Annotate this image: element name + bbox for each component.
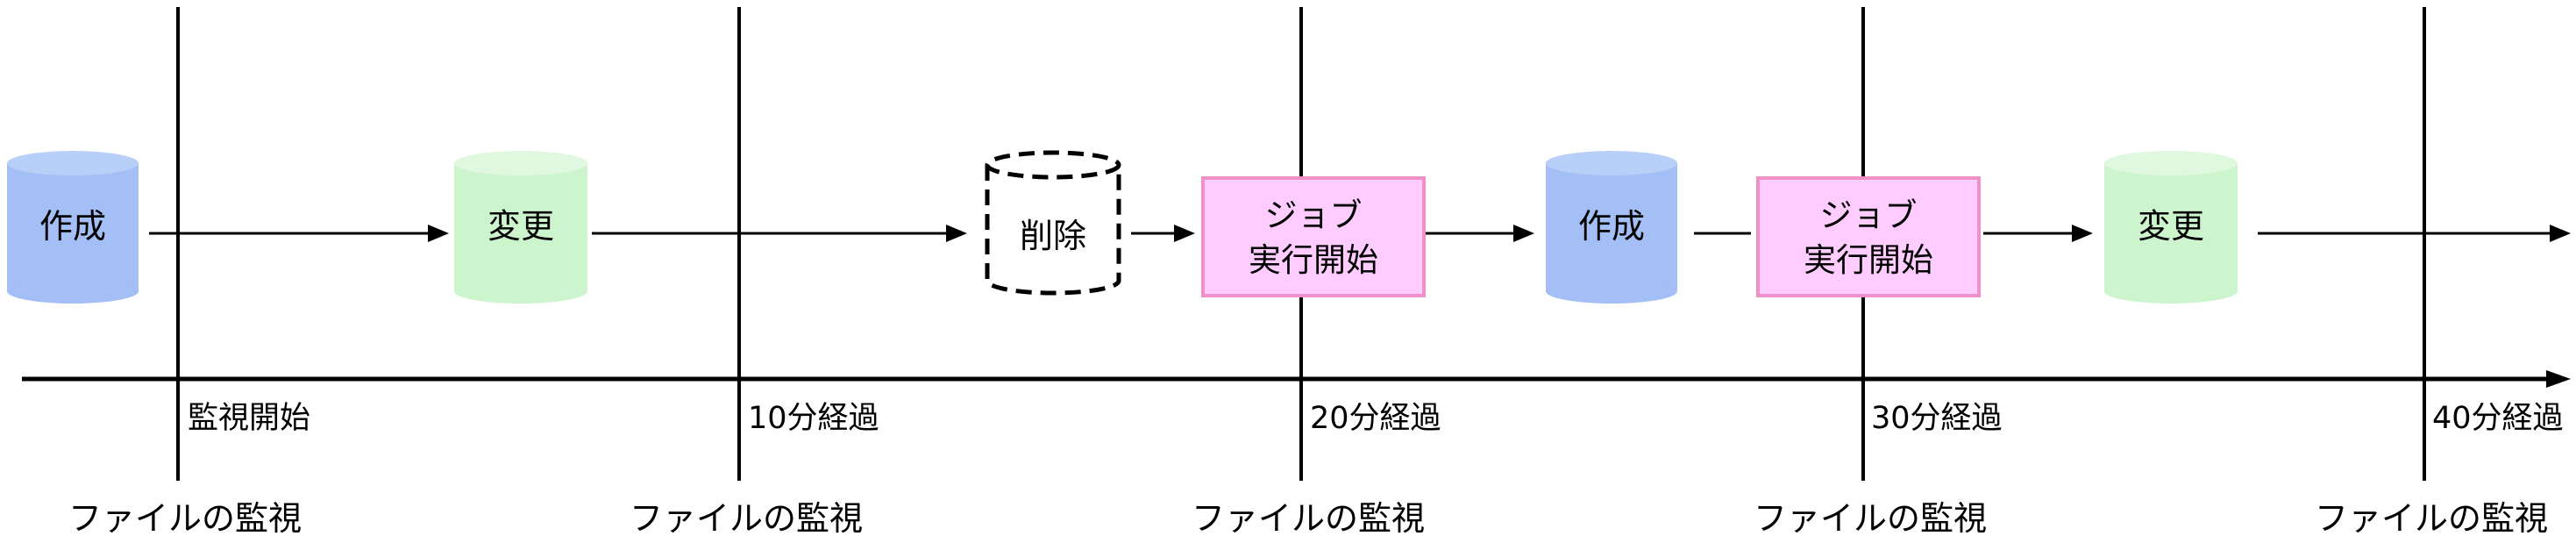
file-event-label: 変更 [487, 207, 554, 246]
time-axis [22, 370, 2571, 388]
monitor-label-0: ファイルの監視 [68, 499, 302, 538]
file-deleted-cylinder: 削除 [985, 150, 1121, 296]
file-event-label: 作成 [39, 207, 106, 246]
job-label-line1: ジョブ [1265, 196, 1363, 234]
monitor-label-3: ファイルの監視 [1754, 499, 1987, 538]
tick-labels: 監視開始 10分経過 20分経過 30分経過 40分経過 [188, 401, 2564, 436]
tick-label-0: 監視開始 [188, 401, 310, 436]
file-changed-cylinder: 変更 [2104, 151, 2238, 304]
job-label-line2: 実行開始 [1249, 241, 1378, 279]
job-label-line2: 実行開始 [1804, 241, 1933, 279]
job-start-box: ジョブ 実行開始 [1756, 176, 1981, 297]
job-label-line1: ジョブ [1820, 196, 1918, 234]
monitor-label-1: ファイルの監視 [630, 499, 863, 538]
file-event-label: 作成 [1578, 207, 1645, 246]
monitor-label-4: ファイルの監視 [2315, 499, 2548, 538]
tick-label-2: 20分経過 [1310, 401, 1441, 436]
event-flow-arrows [149, 225, 2571, 242]
file-event-label: 削除 [1020, 217, 1086, 255]
tick-label-1: 10分経過 [748, 401, 879, 436]
tick-label-3: 30分経過 [1871, 401, 2003, 436]
file-created-cylinder: 作成 [7, 151, 139, 304]
file-changed-cylinder: 変更 [454, 151, 587, 304]
time-axis-arrowhead [2546, 370, 2571, 388]
job-start-box: ジョブ 実行開始 [1201, 176, 1426, 297]
file-event-label: 変更 [2138, 207, 2204, 246]
monitor-label-2: ファイルの監視 [1192, 499, 1425, 538]
monitor-labels: ファイルの監視 ファイルの監視 ファイルの監視 ファイルの監視 ファイルの監視 [68, 499, 2548, 538]
tick-label-4: 40分経過 [2432, 401, 2564, 436]
file-created-cylinder: 作成 [1546, 151, 1677, 304]
